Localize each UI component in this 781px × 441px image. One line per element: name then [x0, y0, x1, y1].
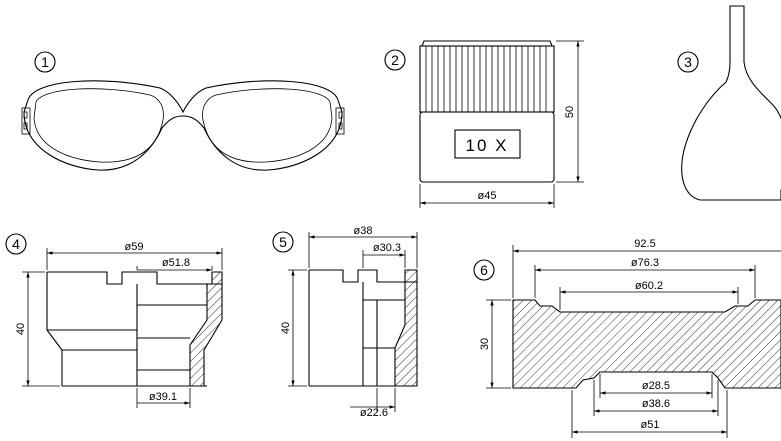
callout-circle-2: [384, 49, 406, 71]
part6-d3-label: ø28.5: [642, 380, 670, 392]
part6-d5-label: ø51: [641, 419, 660, 431]
callout-3: 3: [684, 54, 692, 70]
part5-inner-label: ø30.3: [373, 242, 401, 254]
magnifier-height-label: 50: [564, 106, 576, 118]
callout-circle-3: [677, 51, 699, 73]
part5-outer-label: ø38: [354, 225, 373, 237]
part6-d2-label: ø60.2: [635, 280, 663, 292]
callout-6: 6: [480, 262, 488, 278]
part6-figure: 6 92.5 ø76.3 ø60.2 30 ø28.5 ø38.6 ø51: [473, 238, 781, 438]
callout-5: 5: [279, 234, 287, 250]
part4-figure: 4 ø59 ø51.8 40 ø39.1: [5, 233, 223, 408]
part5-bottom-label: ø22.6: [360, 407, 388, 419]
callout-circle-1: [34, 51, 56, 73]
part5-height-label: 40: [280, 322, 292, 334]
callout-circle-6: [473, 259, 495, 281]
part6-overall-label: 92.5: [634, 238, 655, 250]
callout-1: 1: [41, 54, 49, 70]
part4-inner-label: ø51.8: [162, 257, 190, 269]
magnifier-diameter-label: ø45: [478, 190, 497, 202]
part4-bottom-label: ø39.1: [149, 391, 177, 403]
glasses-figure: 1: [21, 51, 345, 171]
part4-outer-label: ø59: [125, 241, 144, 253]
part6-d1-label: ø76.3: [631, 257, 659, 269]
callout-circle-5: [272, 231, 294, 253]
part5-figure: 5 ø38 ø30.3 40 ø22.6: [272, 225, 418, 419]
callout-4: 4: [12, 236, 20, 252]
callout-circle-4: [5, 233, 27, 255]
part6-d4-label: ø38.6: [642, 398, 670, 410]
callout-2: 2: [391, 52, 399, 68]
bulb-figure: 3: [677, 5, 781, 201]
part6-height-label: 30: [479, 338, 491, 350]
knurled-grip: [425, 46, 547, 112]
part4-height-label: 40: [15, 323, 27, 335]
magnification-label: 10 X: [466, 136, 509, 155]
magnifier-figure: 2 10 X 50 ø45: [384, 40, 584, 208]
